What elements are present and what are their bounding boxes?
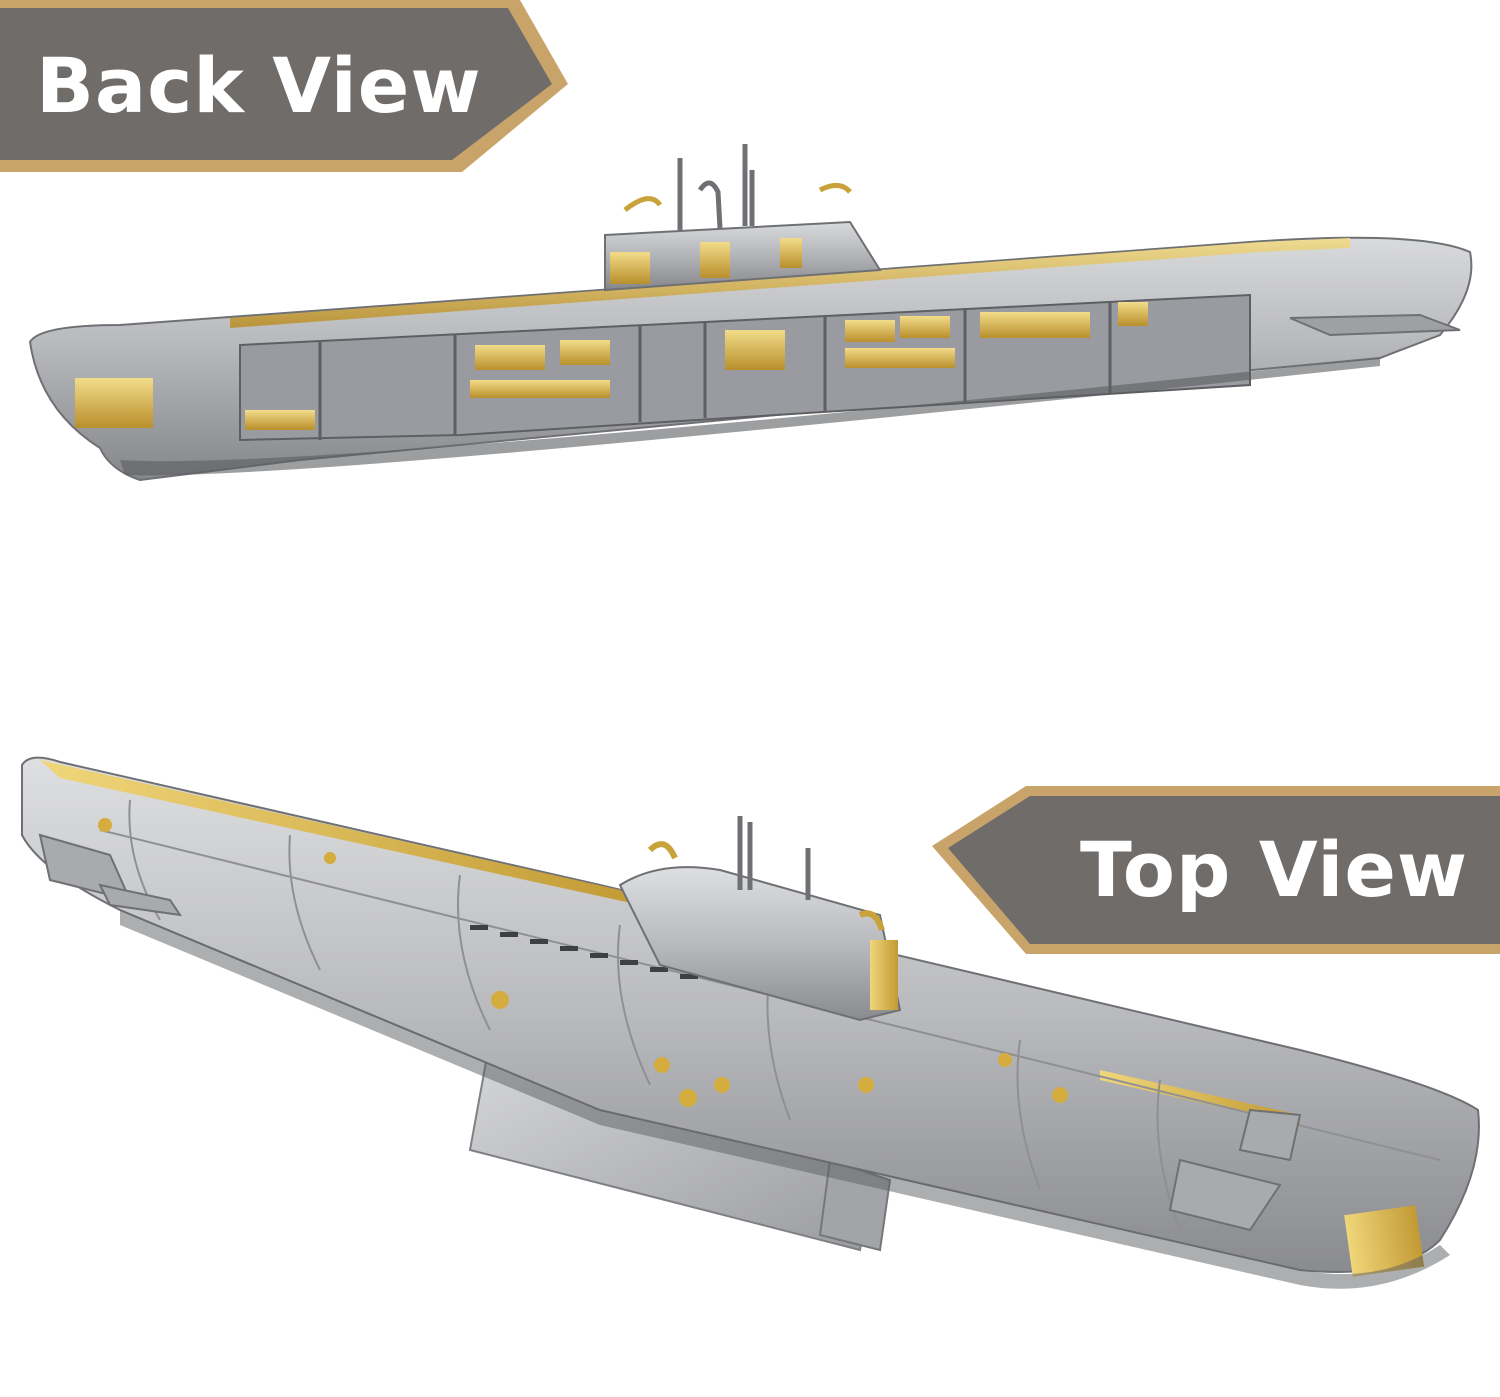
top-hull	[21, 756, 1480, 1273]
top-bow-plate	[1344, 1205, 1425, 1277]
top-fin-right	[1168, 1158, 1282, 1232]
back-view-submarine-image	[0, 130, 1500, 530]
back-bulkheads	[318, 302, 1112, 440]
back-gold-parts	[75, 302, 1148, 430]
top-conning-tower	[618, 866, 902, 1022]
top-view-label: Top View	[1080, 825, 1469, 914]
top-view-banner: Top View	[930, 786, 1500, 954]
back-view-banner-shape	[0, 0, 568, 172]
top-portholes	[98, 818, 1068, 1107]
top-view-banner-shape	[932, 786, 1500, 954]
back-conning-tower	[604, 220, 882, 292]
top-view-submarine-image	[0, 740, 1500, 1393]
back-periscopes	[677, 144, 755, 230]
top-periscopes	[737, 816, 811, 900]
back-fin	[1289, 313, 1461, 337]
top-hatches	[470, 925, 698, 979]
back-deck	[230, 238, 1350, 328]
top-deck	[40, 760, 640, 905]
back-view-banner: Back View	[0, 0, 570, 172]
back-view-label: Back View	[36, 41, 482, 130]
